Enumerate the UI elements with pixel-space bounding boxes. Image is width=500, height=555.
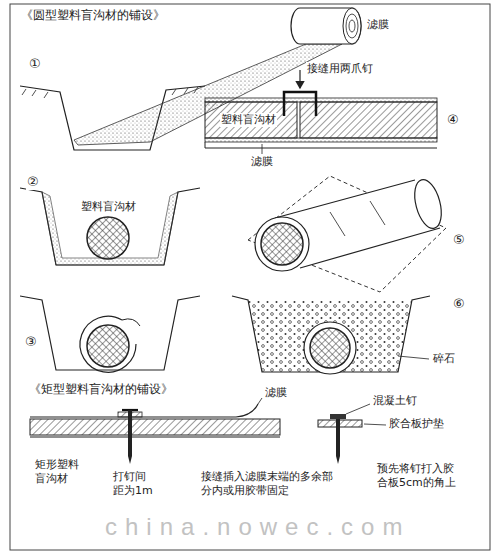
film-roll	[291, 8, 361, 44]
ground-ticks	[22, 87, 198, 98]
callout-number: ④	[446, 112, 460, 128]
film-lining	[42, 192, 178, 265]
leader-line	[262, 144, 263, 154]
part-label: 滤膜	[250, 155, 274, 169]
part-label: 胶合板护垫	[388, 417, 445, 431]
roll-end	[343, 8, 361, 44]
part-label: 塑料盲沟材	[220, 113, 277, 127]
film-layer	[205, 98, 437, 102]
leader-line	[346, 404, 370, 414]
callout-number: ①	[28, 56, 42, 72]
callout-number: ②	[26, 174, 40, 190]
trench-outline	[232, 296, 430, 372]
callout-number: ③	[24, 334, 38, 350]
note: 接缝插入滤膜末端的多余部分内或用胶带固定	[200, 470, 342, 498]
film-sheet	[248, 176, 446, 292]
trench-outline	[20, 296, 200, 370]
film-flap	[122, 319, 140, 326]
part-label: 滤膜	[264, 386, 288, 400]
film-wrap	[330, 201, 385, 236]
drain-pipe	[87, 217, 129, 259]
gravel	[248, 300, 412, 372]
trench-outline	[20, 188, 200, 265]
staple	[284, 92, 316, 116]
film-layer	[30, 436, 280, 437]
part-label: 滤膜	[366, 18, 390, 32]
note: 打钉间距为1m	[112, 470, 156, 498]
pipe-far-end	[410, 177, 446, 232]
roll-ring	[349, 20, 355, 32]
callout-number: ⑥	[452, 296, 466, 312]
pointer-arrow	[299, 70, 300, 88]
film-layer	[30, 404, 258, 417]
leader-line	[258, 398, 262, 404]
part-label: 接缝用两爪钉	[306, 62, 374, 76]
film-layer	[205, 138, 437, 142]
note: 预先将钉打入胶合板5cm的角上	[376, 462, 464, 490]
film-wrap	[80, 316, 136, 372]
leader-line	[398, 356, 429, 359]
drain-board	[30, 419, 280, 435]
heading: 《圆型塑料盲沟材的铺设》	[20, 8, 166, 22]
leader-line	[364, 424, 386, 425]
roll-ring	[346, 14, 358, 38]
heading: 《矩型塑料盲沟材的铺设》	[28, 382, 174, 396]
part-label: 矩形塑料盲沟材	[34, 458, 84, 486]
nail	[128, 410, 132, 464]
drain-pipe	[87, 325, 129, 367]
film-edge	[205, 142, 437, 148]
film-wrap	[255, 217, 309, 271]
part-label: 碎石	[432, 352, 456, 366]
nail-head	[330, 414, 346, 419]
drain-board	[300, 102, 437, 138]
callout-number: ⑤	[452, 232, 466, 248]
watermark: china.nowec.com	[104, 512, 411, 542]
nail	[336, 419, 340, 464]
part-label: 塑料盲沟材	[80, 200, 137, 214]
film-wrap	[304, 322, 356, 374]
drain-pipe	[310, 328, 350, 368]
drain-pipe	[261, 223, 303, 265]
part-label: 混凝土钉	[372, 394, 418, 408]
frame	[10, 4, 490, 550]
